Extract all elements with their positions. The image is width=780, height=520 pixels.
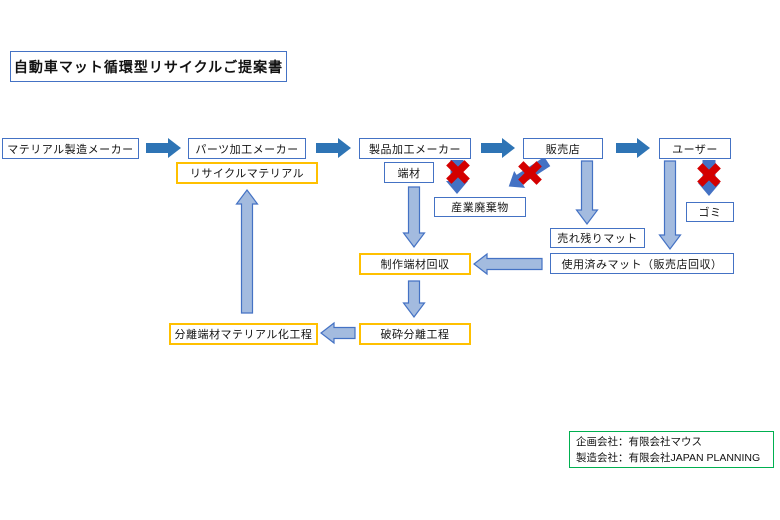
node-scrap-collection: 制作端材回収 [359, 253, 471, 275]
node-material-maker: マテリアル製造メーカー [2, 138, 139, 159]
arrow-crush-to-materialization [320, 321, 356, 345]
arrow-user-to-trash [698, 160, 720, 196]
node-trash: ゴミ [686, 202, 734, 222]
node-materialization: 分離端材マテリアル化工程 [169, 323, 318, 345]
node-user: ユーザー [659, 138, 731, 159]
node-store: 販売店 [523, 138, 603, 159]
arrow-material-to-parts [146, 138, 181, 158]
arrow-store-to-waste-diagonal [508, 156, 551, 188]
blocked-cross-icon [697, 163, 721, 187]
node-used-mat: 使用済みマット（販売店回収） [550, 253, 734, 274]
arrow-materialization-to-recyclematerial [235, 189, 259, 314]
arrow-scrap-to-collection [402, 186, 426, 248]
blocked-cross-icon [518, 161, 542, 185]
node-crush-separation: 破砕分離工程 [359, 323, 471, 345]
arrow-parts-to-product [316, 138, 351, 158]
node-scrap: 端材 [384, 162, 434, 183]
node-unsold-mat: 売れ残りマット [550, 228, 645, 248]
arrow-product-to-store [481, 138, 515, 158]
company-info-box: 企画会社：有限会社マウス 製造会社：有限会社JAPAN PLANNING [569, 431, 774, 468]
page-title: 自動車マット循環型リサイクルご提案書 [10, 51, 287, 82]
arrow-store-to-user [616, 138, 650, 158]
node-recycle-material: リサイクルマテリアル [176, 162, 318, 184]
arrow-collection-to-crush [402, 280, 426, 318]
manufacturing-company-line: 製造会社：有限会社JAPAN PLANNING [576, 451, 761, 464]
arrow-usedmat-to-collection [473, 252, 543, 276]
blocked-cross-icon [446, 160, 470, 184]
arrow-store-to-unsold [575, 160, 599, 225]
arrow-product-to-waste [446, 160, 468, 194]
planning-company-line: 企画会社：有限会社マウス [576, 436, 702, 448]
node-industrial-waste: 産業廃棄物 [434, 197, 526, 217]
arrow-user-to-usedmat [658, 160, 682, 250]
node-parts-maker: パーツ加工メーカー [188, 138, 306, 159]
node-product-maker: 製品加工メーカー [359, 138, 471, 159]
